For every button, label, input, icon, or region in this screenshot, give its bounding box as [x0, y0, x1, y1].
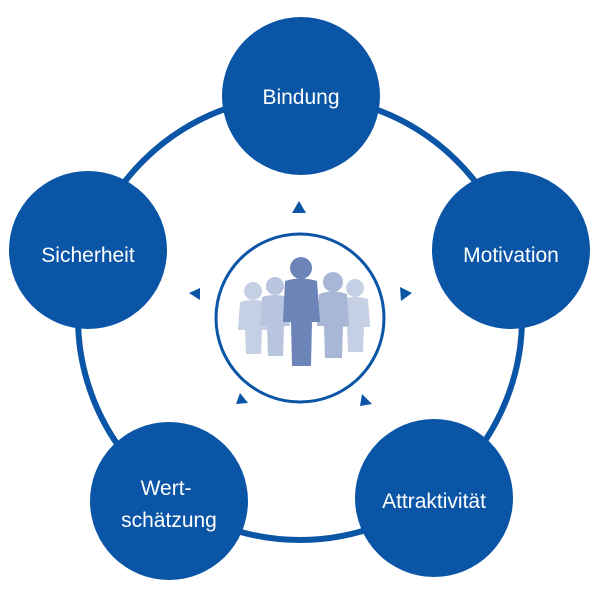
center-circle [214, 232, 386, 404]
svg-text:Attraktivität: Attraktivität [382, 490, 486, 513]
arrow-markers [189, 201, 412, 406]
node-wertschaetzung: Wert- schätzung [90, 422, 248, 580]
node-bindung: Bindung [222, 17, 380, 175]
node-label-line: schätzung [121, 509, 217, 532]
node-motivation: Motivation [432, 171, 590, 329]
node-label-line: Sicherheit [41, 244, 135, 267]
svg-text:Wert- schätzung: Wert- schätzung [121, 477, 217, 532]
arrow-right-icon [400, 287, 412, 301]
arrow-down-left-icon [236, 393, 248, 404]
people-group-icon [238, 257, 370, 366]
svg-text:Motivation: Motivation [463, 244, 559, 267]
node-attraktivitaet: Attraktivität [355, 419, 513, 577]
arrow-up-icon [292, 201, 306, 213]
node-label-line: Bindung [262, 86, 339, 109]
svg-text:Sicherheit: Sicherheit [41, 244, 135, 267]
arrow-left-icon [189, 288, 200, 300]
node-label-line: Attraktivität [382, 490, 486, 513]
svg-text:Bindung: Bindung [262, 86, 339, 109]
node-sicherheit: Sicherheit [9, 171, 167, 329]
node-label-line: Wert- [141, 477, 192, 500]
arrow-down-right-icon [360, 394, 372, 406]
node-label-line: Motivation [463, 244, 559, 267]
